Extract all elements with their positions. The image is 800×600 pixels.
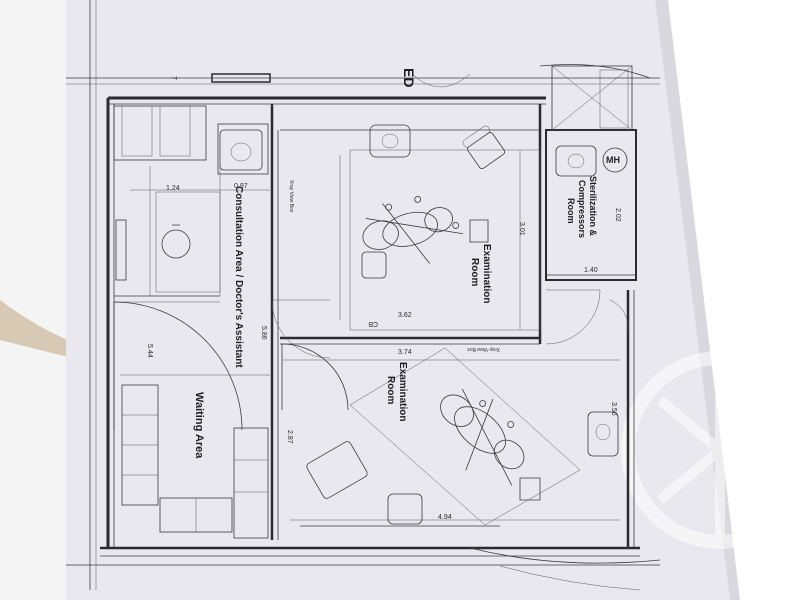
doors [113, 73, 629, 431]
waiting-label: Waiting Area [193, 392, 205, 459]
exam-top-label: Examination Room [469, 244, 492, 303]
sterilization-label-line2: Compressors [577, 180, 587, 238]
dim-3-01: 3.01 [518, 222, 525, 236]
exam-top-label-line1: Examination [481, 244, 492, 303]
xray-box-mid-label: Xray-View Box [467, 346, 500, 352]
dim-3-56: 3.56 [610, 402, 617, 416]
exterior-lines [66, 0, 661, 591]
dim-2-87: 2.87 [286, 430, 293, 444]
dim-3-74: 3.74 [398, 349, 412, 356]
seven-label: 7 [170, 76, 177, 80]
cb-label: CB [368, 320, 378, 327]
dim-5-86: 5.86 [260, 326, 267, 340]
exam-bottom-label: Examination Room [385, 362, 408, 421]
dim-1-24: 1.24 [166, 185, 180, 192]
dim-4-94: 4.94 [438, 514, 452, 521]
left-margin [0, 0, 66, 600]
sterilization-label-line1: Sterilization & [588, 176, 598, 237]
exam-top-equipment [349, 124, 541, 331]
furniture [115, 69, 629, 539]
dim-2-02: 2.02 [614, 208, 621, 222]
ed-label: ED [401, 68, 417, 87]
xray-box-top-label: Xray View Box [288, 180, 294, 213]
sterilization-label-line3: Room [566, 198, 576, 224]
paper-sheet [66, 0, 730, 600]
exam-top-label-line2: Room [469, 258, 480, 286]
dim-1-40: 1.40 [584, 267, 598, 274]
consultation-label: Consultation Area / Doctor's Assistant [233, 186, 244, 368]
sterilization-label: Sterilization & Compressors Room [566, 176, 598, 238]
exam-bottom-equipment [300, 347, 619, 527]
dim-5-44: 5.44 [146, 344, 153, 358]
dim-0-97: 0.97 [234, 183, 248, 190]
mh-label: MH [606, 155, 620, 165]
thumb-shadow [0, 300, 80, 360]
dim-3-62: 3.62 [398, 312, 412, 319]
exam-bottom-label-line2: Room [385, 376, 396, 404]
exam-bottom-label-line1: Examination [397, 362, 408, 421]
grid-lines [120, 150, 620, 521]
